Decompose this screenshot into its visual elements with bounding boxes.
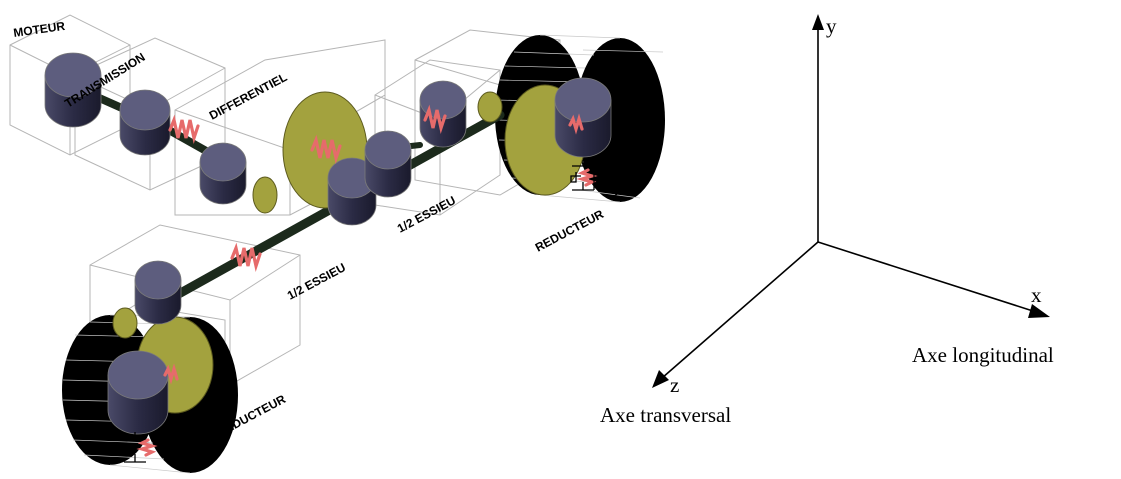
label-reducteur-right: REDUCTEUR [533, 207, 606, 255]
cylinder-diff-input [199, 142, 247, 205]
cylinder-moteur [44, 52, 102, 128]
x-axis-arrow [1028, 304, 1050, 318]
cylinder-essieu-right-1 [364, 130, 412, 198]
label-essieu-left: 1/2 ESSIEU [285, 260, 348, 302]
damper-pneu-left [122, 432, 146, 463]
y-axis-label: y [826, 14, 837, 38]
z-axis-arrow [652, 370, 669, 388]
cylinder-pneu-left [107, 350, 169, 435]
gear-left-small [112, 307, 138, 339]
label-moteur: MOTEUR [12, 19, 66, 40]
z-axis-caption: Axe transversal [600, 403, 731, 427]
cylinder-diff-center [327, 157, 377, 226]
spring-reducteur-left [163, 363, 179, 385]
label-essieu-right: 1/2 ESSIEU [395, 193, 458, 235]
x-axis-caption: Axe longitudinal [912, 343, 1054, 367]
spring-essieu-right [423, 104, 447, 134]
spring-essieu-left [230, 242, 262, 272]
spring-transmission [168, 114, 200, 144]
y-axis-arrow [812, 14, 824, 30]
spring-diff [310, 134, 342, 164]
cylinder-pneu-right [554, 77, 612, 158]
x-axis-line [817, 241, 1037, 313]
label-differentiel: DIFFERENTIEL [207, 70, 290, 123]
cylinder-essieu-left [134, 260, 182, 325]
spring-pneu-left [136, 438, 158, 457]
dampers [122, 160, 595, 463]
gear-diff-small [252, 176, 278, 214]
x-axis-label: x [1031, 283, 1042, 307]
coordinate-axes: y x z Axe longitudinal Axe transversal [600, 14, 1054, 427]
springs [136, 104, 598, 457]
cylinder-transmission [119, 89, 171, 156]
gear-right-small [477, 91, 503, 123]
z-axis-line [661, 241, 819, 379]
damper-pneu-right [570, 160, 595, 191]
spring-reducteur-right [568, 113, 584, 135]
axle-shaft [145, 110, 505, 315]
spring-pneu-right [576, 168, 598, 187]
z-axis-label: z [670, 373, 679, 397]
